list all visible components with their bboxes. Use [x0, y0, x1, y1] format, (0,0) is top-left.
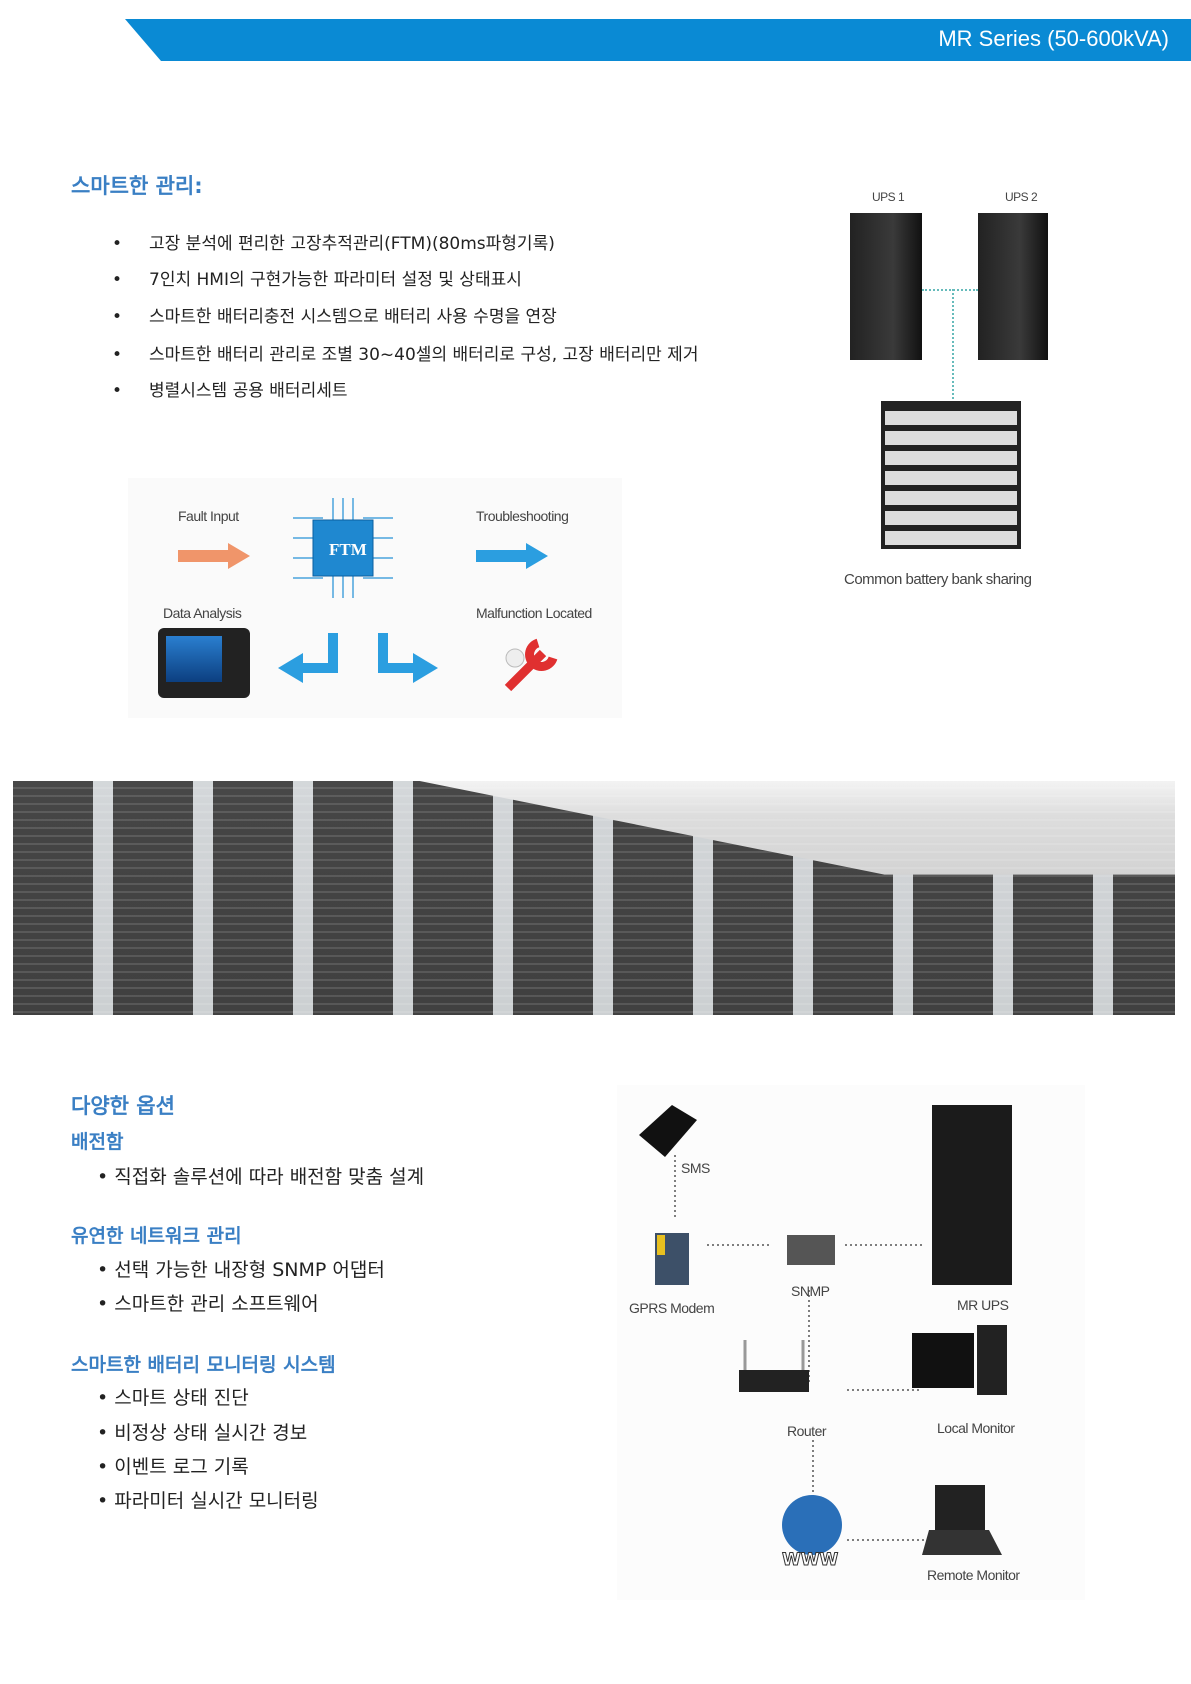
gprs-label: GPRS Modem	[629, 1300, 715, 1316]
list-item: • 이벤트 로그 기록	[97, 1456, 249, 1478]
connector-line	[952, 289, 954, 399]
datacenter-photo	[13, 781, 1175, 1015]
snmp-card-icon	[787, 1235, 835, 1265]
battery-caption: Common battery bank sharing	[844, 571, 1032, 588]
malfunction-label: Malfunction Located	[476, 605, 592, 621]
ups2-label: UPS 2	[1005, 190, 1038, 204]
ftm-chip-icon: FTM	[283, 498, 403, 598]
arrow-right-icon	[476, 543, 548, 569]
list-item: • 직접화 솔루션에 따라 배전함 맞춤 설계	[97, 1166, 425, 1188]
fault-input-label: Fault Input	[178, 508, 239, 524]
hmi-display-icon	[158, 628, 250, 698]
ftm-diagram: Fault Input FTM Troubleshooting Data Ana…	[128, 478, 622, 718]
local-monitor-label: Local Monitor	[937, 1420, 1015, 1436]
laptop-icon	[935, 1485, 985, 1530]
bullet-item: •고장 분석에 편리한 고장추적관리(FTM)(80ms파형기록)	[112, 234, 555, 254]
header-banner: MR Series (50-600kVA)	[125, 19, 1191, 61]
split-arrows-icon	[278, 633, 438, 683]
list-item: • 스마트 상태 진단	[97, 1387, 249, 1409]
bullet-item: •병렬시스템 공용 배터리세트	[112, 381, 348, 401]
ups1-cabinet-icon	[850, 213, 922, 360]
ups-battery-sharing-diagram: UPS 1 UPS 2 Common battery bank sharing	[829, 181, 1074, 611]
connector-line	[922, 289, 978, 291]
bullet-item: •스마트한 배터리충전 시스템으로 배터리 사용 수명을 연장	[112, 307, 557, 327]
section-title-options: 다양한 옵션	[71, 1094, 175, 1118]
battery-bank-icon	[881, 401, 1021, 549]
snmp-label: SNMP	[791, 1283, 830, 1299]
subsection-title: 스마트한 배터리 모니터링 시스템	[71, 1354, 336, 1376]
router-icon	[739, 1370, 809, 1392]
phone-icon	[639, 1105, 697, 1157]
network-diagram: SMS GPRS Modem SNMP MR UPS Router Local …	[617, 1085, 1085, 1600]
subsection-title: 배전함	[71, 1131, 124, 1153]
bullet-item: •스마트한 배터리 관리로 조별 30~40셀의 배터리로 구성, 고장 배터리…	[112, 345, 699, 365]
mr-ups-cabinet-icon	[932, 1105, 1012, 1285]
router-label: Router	[787, 1423, 827, 1439]
series-title: MR Series (50-600kVA)	[938, 26, 1169, 51]
subsection-title: 유연한 네트워크 관리	[71, 1225, 242, 1247]
www-label: WWW	[781, 1550, 839, 1571]
troubleshooting-label: Troubleshooting	[476, 508, 569, 524]
list-item: • 비정상 상태 실시간 경보	[97, 1422, 308, 1444]
data-analysis-label: Data Analysis	[163, 605, 242, 621]
globe-icon	[782, 1495, 842, 1555]
ups2-cabinet-icon	[978, 213, 1048, 360]
bullet-item: •7인치 HMI의 구현가능한 파라미터 설정 및 상태표시	[112, 270, 522, 290]
wrench-icon	[504, 638, 558, 692]
list-item: • 선택 가능한 내장형 SNMP 어댑터	[97, 1259, 385, 1281]
list-item: • 파라미터 실시간 모니터링	[97, 1490, 319, 1512]
ups1-label: UPS 1	[872, 190, 905, 204]
list-item: • 스마트한 관리 소프트웨어	[97, 1293, 319, 1315]
mr-ups-label: MR UPS	[957, 1297, 1009, 1313]
arrow-right-icon	[178, 543, 250, 569]
sms-label: SMS	[681, 1160, 710, 1176]
remote-monitor-label: Remote Monitor	[927, 1567, 1020, 1583]
local-monitor-icon	[912, 1333, 974, 1388]
section-title-smart-management: 스마트한 관리:	[71, 174, 203, 198]
